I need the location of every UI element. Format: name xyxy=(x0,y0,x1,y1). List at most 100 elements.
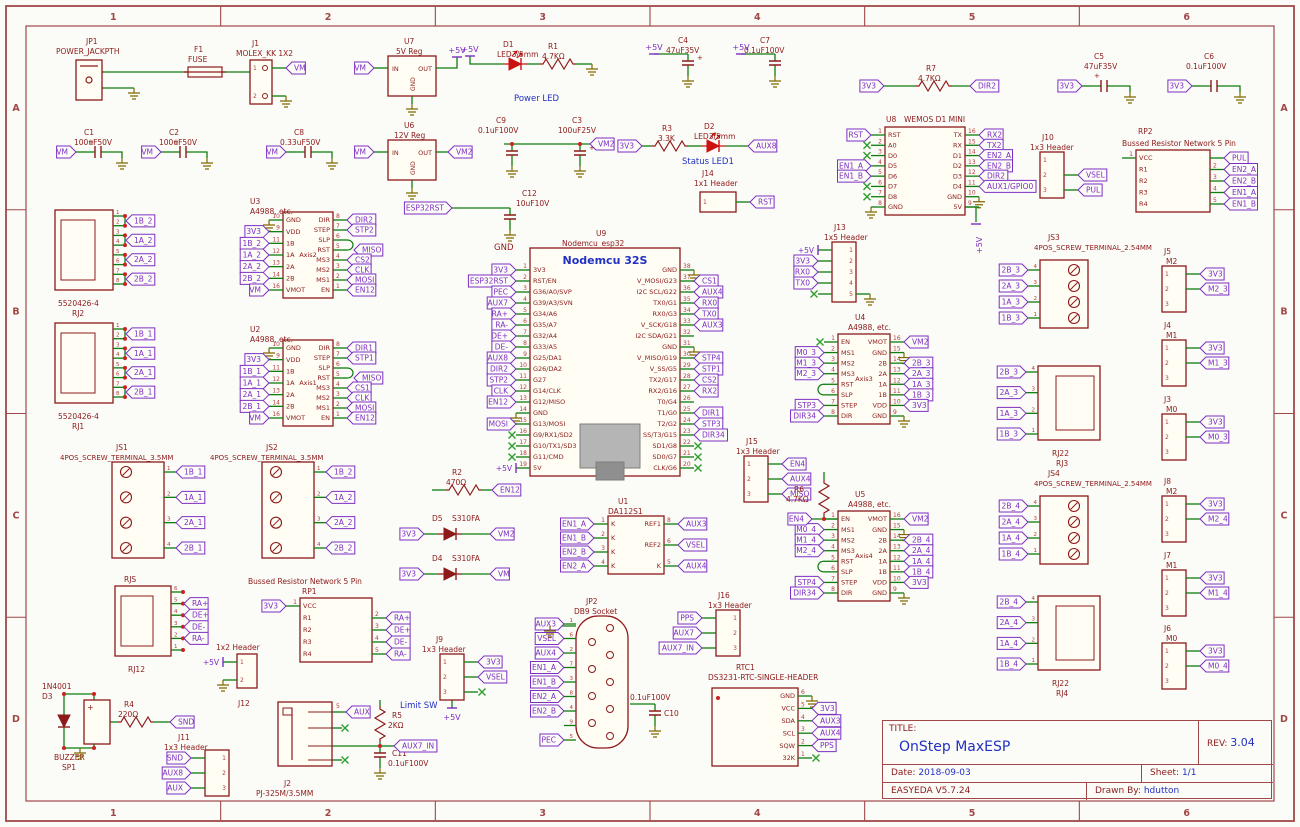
net-flag-EN2_A[interactable] xyxy=(1223,163,1258,176)
gnd-icon[interactable] xyxy=(544,626,556,638)
component-J4[interactable] xyxy=(1161,339,1187,387)
net-flag-3V3[interactable] xyxy=(477,655,503,669)
net-flag-EN1_B[interactable] xyxy=(530,675,565,689)
net-flag-VM[interactable] xyxy=(249,411,270,425)
net-flag-3V3[interactable] xyxy=(1199,571,1225,585)
wire[interactable] xyxy=(965,206,977,222)
resistor-R4[interactable] xyxy=(118,715,154,729)
net-flag-2A_1[interactable] xyxy=(239,388,270,402)
component-RP2[interactable] xyxy=(1135,149,1211,213)
net-flag-VM2[interactable] xyxy=(489,527,515,541)
resistor-R7[interactable] xyxy=(916,79,952,93)
gnd-icon[interactable] xyxy=(263,220,275,232)
component-U1[interactable] xyxy=(607,515,665,575)
net-flag-M2_4[interactable] xyxy=(794,544,825,558)
net-flag-AUX3[interactable] xyxy=(811,714,842,728)
gnd-icon[interactable] xyxy=(586,64,598,76)
net-flag-AUX3[interactable] xyxy=(534,617,565,631)
net-flag-1A_4[interactable] xyxy=(996,636,1027,650)
net-flag-3V3[interactable] xyxy=(903,575,929,589)
gnd-icon[interactable] xyxy=(688,270,700,282)
net-flag-1A_2[interactable] xyxy=(325,490,356,504)
component-J12[interactable] xyxy=(236,653,258,689)
net-flag-PUL[interactable] xyxy=(1223,151,1249,165)
gnd-icon[interactable] xyxy=(898,416,910,428)
component-U8[interactable] xyxy=(884,126,966,216)
net-flag-1A_2[interactable] xyxy=(125,233,156,247)
net-flag-RX0[interactable] xyxy=(793,265,819,279)
net-flag-RA-[interactable] xyxy=(183,631,209,645)
diode-D3[interactable] xyxy=(57,714,71,729)
diode-D1[interactable] xyxy=(508,57,523,71)
net-flag-1A_3[interactable] xyxy=(998,295,1029,309)
net-flag-EN2_B[interactable] xyxy=(1223,174,1258,188)
net-flag-3V3[interactable] xyxy=(491,263,517,277)
net-flag-DE-[interactable] xyxy=(491,340,517,354)
net-flag-1B_2[interactable] xyxy=(325,465,356,479)
diode-D5[interactable] xyxy=(443,527,458,541)
capacitor-C6[interactable] xyxy=(1210,80,1218,92)
net-flag-EN1_A[interactable] xyxy=(560,517,595,531)
net-flag-ESP32RST[interactable] xyxy=(467,274,517,288)
net-flag-AUX[interactable] xyxy=(345,705,371,719)
net-flag-RST[interactable] xyxy=(846,128,872,142)
net-flag-MOSI[interactable] xyxy=(486,417,517,431)
component-RP1[interactable] xyxy=(299,597,373,663)
net-flag-1B_4[interactable] xyxy=(996,657,1027,671)
capacitor-C9[interactable] xyxy=(506,150,518,156)
net-flag-2B_4[interactable] xyxy=(996,595,1027,609)
net-flag-PPS[interactable] xyxy=(811,739,837,753)
net-flag-RA-[interactable] xyxy=(491,318,517,332)
net-flag-VM2[interactable] xyxy=(903,512,929,526)
net-flag-PUL[interactable] xyxy=(1077,183,1103,197)
net-flag-VM[interactable] xyxy=(285,61,306,75)
gnd-icon[interactable] xyxy=(864,294,876,306)
net-flag-VM2[interactable] xyxy=(447,145,473,159)
net-flag-AUX1/GPIO0[interactable] xyxy=(978,179,1037,193)
component-JS2[interactable] xyxy=(261,461,315,559)
net-flag-EN1_A[interactable] xyxy=(1223,186,1258,199)
gnd-icon[interactable] xyxy=(217,680,229,692)
net-flag-1A_2[interactable] xyxy=(239,248,270,262)
component-SP1[interactable] xyxy=(83,699,111,745)
net-flag-DIR1[interactable] xyxy=(693,406,724,420)
net-flag-DIR34[interactable] xyxy=(693,428,728,442)
gnd-icon[interactable] xyxy=(506,166,518,178)
gnd-icon[interactable] xyxy=(504,230,516,242)
capacitor-C11[interactable] xyxy=(374,752,386,758)
gnd-icon[interactable] xyxy=(688,347,700,359)
wire[interactable] xyxy=(1116,85,1131,92)
net-flag-2A_4[interactable] xyxy=(996,616,1027,630)
net-flag-VSEL[interactable] xyxy=(534,632,565,645)
net-flag-1A_4[interactable] xyxy=(998,531,1029,545)
component-J6[interactable] xyxy=(1161,642,1187,690)
net-flag-1B_3[interactable] xyxy=(998,311,1029,325)
net-flag-EN4[interactable] xyxy=(787,512,813,526)
component-U7[interactable] xyxy=(387,55,437,97)
net-flag-VM[interactable] xyxy=(489,567,510,581)
net-flag-TX0[interactable] xyxy=(793,276,819,290)
net-flag-1B_2[interactable] xyxy=(125,214,156,228)
net-flag-3V3[interactable] xyxy=(1057,79,1083,93)
net-flag-STP2[interactable] xyxy=(346,223,377,237)
net-flag-3V3[interactable] xyxy=(903,398,929,412)
net-flag-EN1_B[interactable] xyxy=(837,169,872,183)
net-flag-STP1[interactable] xyxy=(346,351,377,365)
net-flag-2A_2[interactable] xyxy=(239,260,270,274)
net-flag-M1_4[interactable] xyxy=(1199,586,1230,600)
net-flag-RA-[interactable] xyxy=(385,647,411,661)
capacitor-C8[interactable] xyxy=(304,146,312,158)
net-flag-M2_3[interactable] xyxy=(1199,282,1230,296)
net-flag-2B_4[interactable] xyxy=(998,499,1029,513)
net-flag-DIR34[interactable] xyxy=(790,586,825,600)
net-flag-STP1[interactable] xyxy=(693,362,724,376)
net-flag-EN1_B[interactable] xyxy=(1223,197,1258,211)
net-flag-AUX8[interactable] xyxy=(486,351,517,365)
gnd-icon[interactable] xyxy=(806,696,818,708)
component-J9[interactable] xyxy=(439,653,465,701)
net-flag-AUX3[interactable] xyxy=(693,318,724,332)
component-J1[interactable] xyxy=(249,59,273,105)
gnd-icon[interactable] xyxy=(1124,92,1136,104)
net-flag-DE+[interactable] xyxy=(491,329,517,343)
net-flag-AUX[interactable] xyxy=(166,781,192,795)
